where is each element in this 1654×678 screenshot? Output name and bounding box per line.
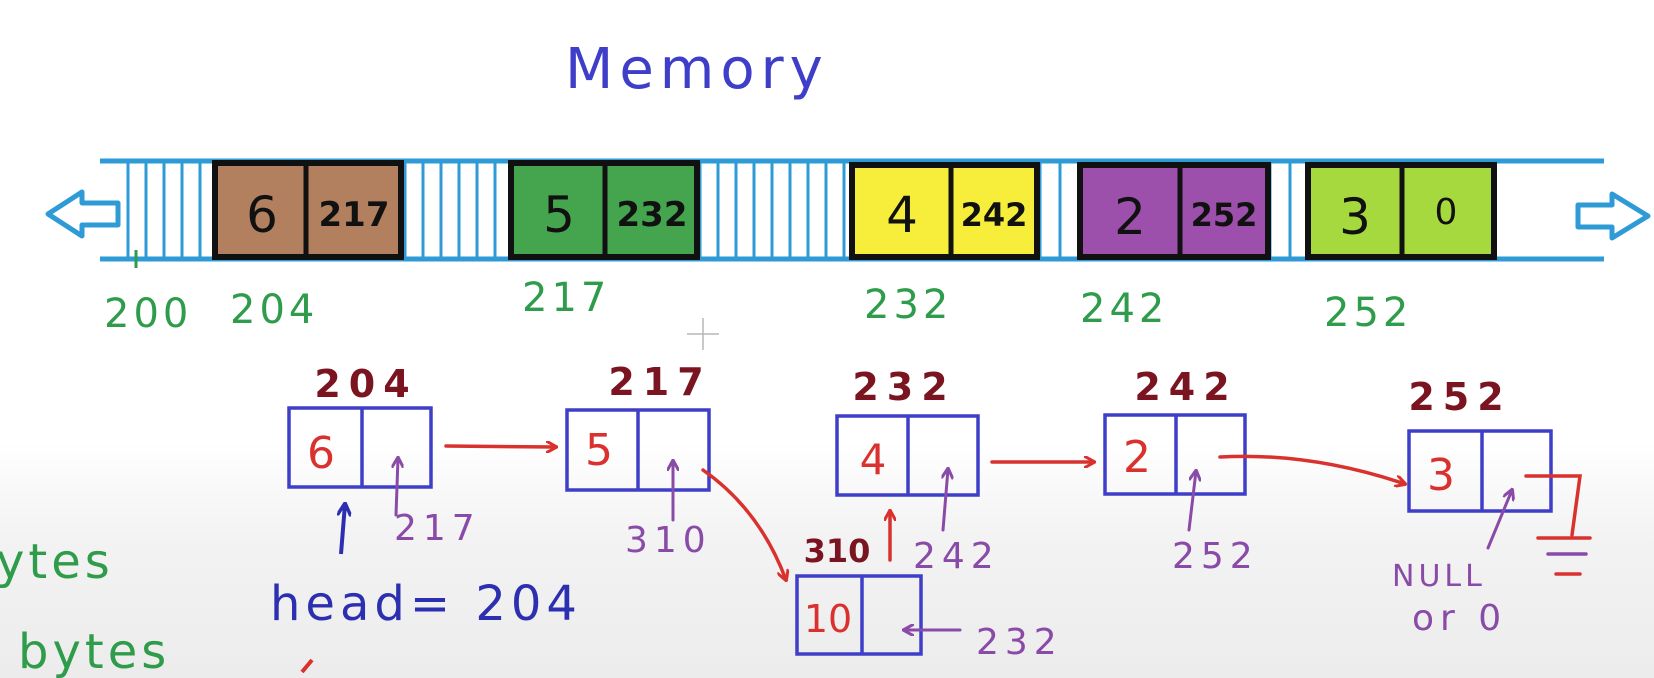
head-arrow [341, 504, 345, 555]
node-address: 217 [608, 360, 711, 404]
block-value: 2 [1114, 188, 1146, 246]
left-arrow-icon [45, 189, 121, 239]
memory-block: 3 0 [1305, 162, 1497, 260]
side-text: bytes [18, 624, 170, 678]
pointer-label: 217 [394, 508, 481, 549]
link-arrow [701, 468, 786, 580]
block-next: 232 [617, 195, 688, 235]
memory-addresses: 200 204 217 232 242 252 [104, 275, 1412, 337]
memory-block: 5 232 [508, 160, 700, 260]
pointer-arrow [396, 458, 398, 517]
block-value: 4 [886, 186, 918, 244]
address-label: 217 [522, 275, 610, 321]
node-address: 232 [852, 365, 955, 409]
list-node: 5 [565, 408, 711, 492]
address-label: 204 [230, 287, 318, 333]
pointer-arrow [1486, 490, 1512, 550]
memory-block: 2 252 [1077, 162, 1271, 260]
null-link [1524, 474, 1583, 537]
block-next: 252 [1191, 196, 1258, 234]
address-label: 232 [864, 282, 952, 328]
node-value: 5 [585, 425, 613, 476]
list-node: 4 [835, 414, 980, 497]
null-label: NULL [1392, 559, 1486, 594]
address-label: 242 [1080, 286, 1168, 332]
block-value: 5 [543, 186, 575, 244]
block-next: 242 [961, 196, 1028, 234]
pointer-label: 232 [976, 622, 1063, 663]
inserted-node-value: 10 [804, 597, 852, 641]
side-text: ytes [0, 534, 114, 590]
node-address: 204 [314, 362, 417, 406]
pointer-arrow [943, 469, 948, 532]
inserted-node: 10 [795, 574, 923, 656]
node-address: 252 [1408, 375, 1511, 419]
list-node: 6 [287, 406, 433, 489]
node-value: 6 [307, 428, 335, 479]
inserted-node-address: 310 [804, 532, 871, 570]
pointer-arrow [1187, 471, 1196, 532]
list-node: 2 [1103, 413, 1247, 496]
block-value: 3 [1339, 188, 1371, 246]
head-label: head= 204 [270, 576, 582, 632]
node-value: 4 [860, 435, 887, 484]
pointer-label: 252 [1172, 536, 1259, 577]
side-mark [300, 658, 314, 674]
memory-block: 6 217 [212, 160, 404, 260]
cursor-icon [687, 318, 719, 350]
right-arrow-icon [1575, 191, 1651, 241]
pointer-label: 310 [625, 520, 712, 561]
node-value: 3 [1427, 450, 1455, 501]
link-arrow [444, 446, 556, 447]
address-label: 252 [1324, 290, 1412, 336]
link-arrow [1218, 454, 1405, 484]
block-next: 0 [1435, 192, 1458, 233]
node-value: 2 [1123, 432, 1151, 483]
block-value: 6 [246, 186, 278, 244]
address-label: 200 [104, 291, 192, 337]
pointer-label: 242 [913, 536, 1000, 577]
list-node: 3 [1407, 429, 1553, 513]
node-address: 242 [1134, 365, 1237, 409]
background-shade [0, 440, 1654, 678]
block-next: 217 [319, 195, 390, 235]
page-title: Memory [565, 37, 829, 102]
null-or-label: or 0 [1412, 598, 1507, 639]
memory-block: 4 242 [849, 162, 1040, 260]
